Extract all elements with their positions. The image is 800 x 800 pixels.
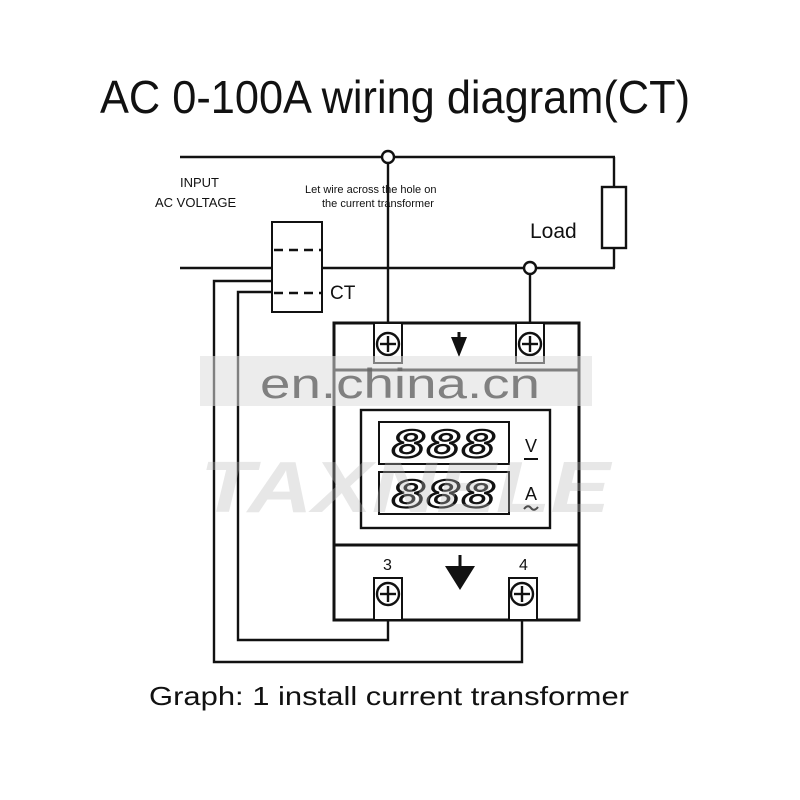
bottom-arrow-icon xyxy=(445,566,475,590)
brand-watermark: TAXNELE xyxy=(200,448,612,528)
terminal-4-label: 4 xyxy=(519,557,528,574)
current-display-digits: 888 xyxy=(392,475,497,516)
site-watermark: en.china.cn xyxy=(260,360,540,407)
voltage-display-window xyxy=(378,421,510,465)
ct-lead-to-terminal-4 xyxy=(212,279,524,664)
ac-voltage-label: AC VOLTAGE xyxy=(155,195,236,210)
terminal-3-label: 3 xyxy=(383,557,392,574)
ct-lead-to-terminal-3 xyxy=(236,290,390,642)
screw-icon-terminal-3 xyxy=(375,581,401,607)
ct-label: CT xyxy=(330,283,356,304)
current-transformer: CT xyxy=(271,221,356,313)
junction-dot-1 xyxy=(380,149,396,165)
ct-note-line-2: the current transformer xyxy=(322,198,434,210)
ct-body xyxy=(271,221,323,313)
screw-icon-terminal-4 xyxy=(509,581,535,607)
screw-icon-terminal-2 xyxy=(517,331,543,357)
input-label: INPUT xyxy=(180,175,219,190)
junction-dot-2 xyxy=(522,260,538,276)
current-display-window xyxy=(378,471,510,515)
terminal-screws xyxy=(375,331,543,607)
screw-icon-terminal-1 xyxy=(375,331,401,357)
voltage-display-digits: 888 xyxy=(392,425,497,466)
watermark-band xyxy=(200,356,592,406)
watermark: en.china.cn TAXNELE xyxy=(200,356,612,528)
diagram-title: AC 0-100A wiring diagram(CT) xyxy=(100,71,690,123)
load-label: Load xyxy=(530,220,577,243)
diagram-caption: Graph: 1 install current transformer xyxy=(149,681,629,711)
voltage-unit-label: V xyxy=(525,436,537,456)
load-resistor xyxy=(600,185,628,250)
top-arrow-icon xyxy=(451,337,467,357)
wires xyxy=(180,149,616,664)
ct-note-line-1: Let wire across the hole on xyxy=(305,184,436,196)
current-unit-tilde xyxy=(523,505,539,511)
current-unit-label: A xyxy=(525,484,537,504)
